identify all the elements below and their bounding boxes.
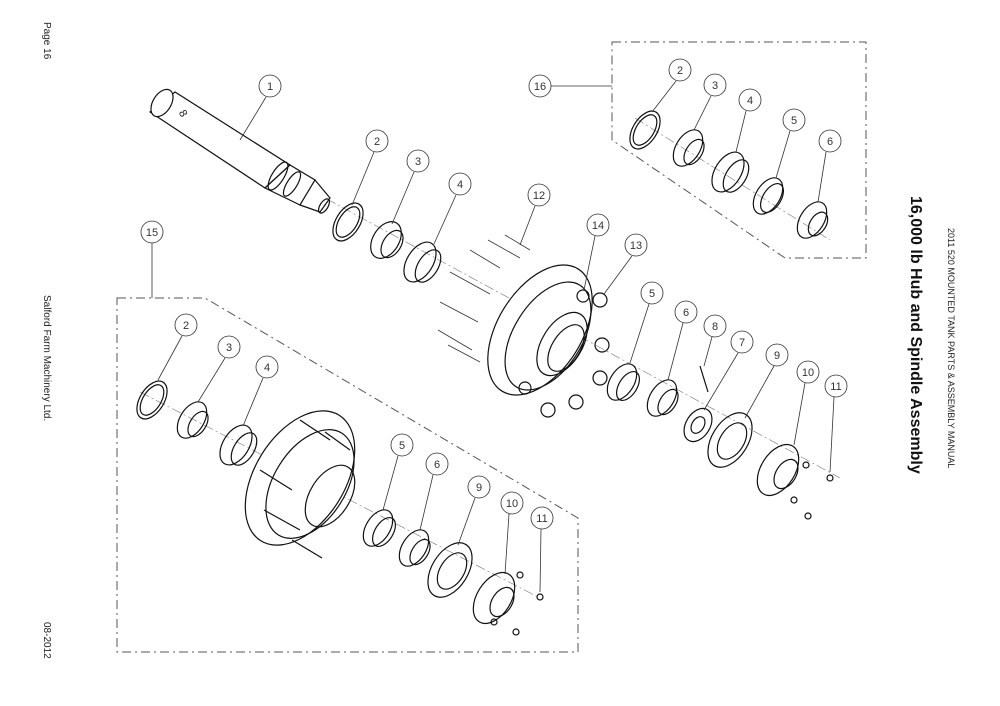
svg-text:10: 10 xyxy=(802,367,814,379)
kit15-callout-4: 4 xyxy=(242,355,279,427)
svg-text:4: 4 xyxy=(747,95,753,107)
svg-text:2: 2 xyxy=(374,136,380,148)
screws-11 xyxy=(790,461,834,520)
lug-nuts xyxy=(518,289,610,418)
spindle-nut-7 xyxy=(683,407,713,443)
wheel-studs xyxy=(437,234,531,363)
svg-text:11: 11 xyxy=(830,381,841,393)
svg-text:3: 3 xyxy=(415,156,421,168)
callout-4: 4 xyxy=(433,172,472,245)
kit16-callout-3: 3 xyxy=(693,73,727,131)
bearing-cone-3 xyxy=(370,221,404,259)
kit16-centerline xyxy=(634,117,831,241)
callout-2: 2 xyxy=(351,129,389,206)
spindle-mark: 8 xyxy=(176,108,189,119)
callout-12: 12 xyxy=(519,183,551,246)
bearing-cup-4 xyxy=(403,241,442,283)
callout-5: 5 xyxy=(629,281,664,364)
callout-1: 1 xyxy=(239,74,282,141)
svg-text:12: 12 xyxy=(533,190,545,202)
kit15-callout-3: 3 xyxy=(197,335,241,403)
kit15-parts xyxy=(136,380,544,636)
svg-text:6: 6 xyxy=(827,136,833,148)
svg-text:16: 16 xyxy=(534,81,546,93)
svg-text:1: 1 xyxy=(267,81,273,93)
svg-text:7: 7 xyxy=(739,337,745,349)
callout-8: 8 xyxy=(703,314,727,367)
kit16-parts xyxy=(629,110,829,239)
kit15-callout-10: 10 xyxy=(500,491,524,575)
kit16-callout-4: 4 xyxy=(735,88,762,153)
kit15-callout-6: 6 xyxy=(419,452,449,531)
svg-text:10: 10 xyxy=(506,498,518,510)
hub-main xyxy=(487,264,593,396)
cotter-pin-8 xyxy=(699,365,709,393)
svg-text:6: 6 xyxy=(683,307,689,319)
callout-9: 9 xyxy=(744,343,789,419)
bearing-cup-5 xyxy=(606,363,641,401)
callout-7: 7 xyxy=(703,330,754,411)
svg-text:5: 5 xyxy=(649,288,655,300)
svg-text:15: 15 xyxy=(146,227,158,239)
svg-text:3: 3 xyxy=(226,342,232,354)
svg-text:14: 14 xyxy=(592,220,604,232)
kit16-callout-6: 6 xyxy=(817,129,842,203)
callout-16: 16 xyxy=(528,74,612,98)
callout-13: 13 xyxy=(603,233,648,295)
svg-text:13: 13 xyxy=(630,240,642,252)
svg-text:5: 5 xyxy=(399,440,405,452)
gasket-9 xyxy=(707,412,753,468)
svg-text:2: 2 xyxy=(677,65,683,77)
svg-text:9: 9 xyxy=(476,482,482,494)
callout-3: 3 xyxy=(391,149,430,225)
kit-16-box xyxy=(611,41,867,259)
kit15-callout-9: 9 xyxy=(457,475,491,546)
callout-10: 10 xyxy=(793,360,820,446)
svg-text:2: 2 xyxy=(183,320,189,332)
svg-text:4: 4 xyxy=(264,362,270,374)
callout-14: 14 xyxy=(583,213,610,291)
kit16-callout-2: 2 xyxy=(651,58,692,113)
callout-6: 6 xyxy=(667,300,698,381)
svg-text:4: 4 xyxy=(457,179,463,191)
kit15-callout-11: 11 xyxy=(530,506,554,593)
callout-11: 11 xyxy=(824,374,848,473)
bearing-cone-6 xyxy=(646,379,679,417)
callout-15: 15 xyxy=(140,220,164,298)
kit16-callout-5: 5 xyxy=(775,108,806,179)
svg-text:3: 3 xyxy=(712,80,718,92)
svg-text:9: 9 xyxy=(774,350,780,362)
svg-text:6: 6 xyxy=(434,459,440,471)
hub-cap-10 xyxy=(756,444,800,496)
seal-2 xyxy=(332,202,364,242)
svg-text:5: 5 xyxy=(791,115,797,127)
svg-text:8: 8 xyxy=(712,321,718,333)
kit15-callout-5: 5 xyxy=(382,433,414,511)
svg-text:11: 11 xyxy=(536,513,547,525)
kit15-callout-2: 2 xyxy=(157,313,198,381)
spindle xyxy=(148,88,331,214)
